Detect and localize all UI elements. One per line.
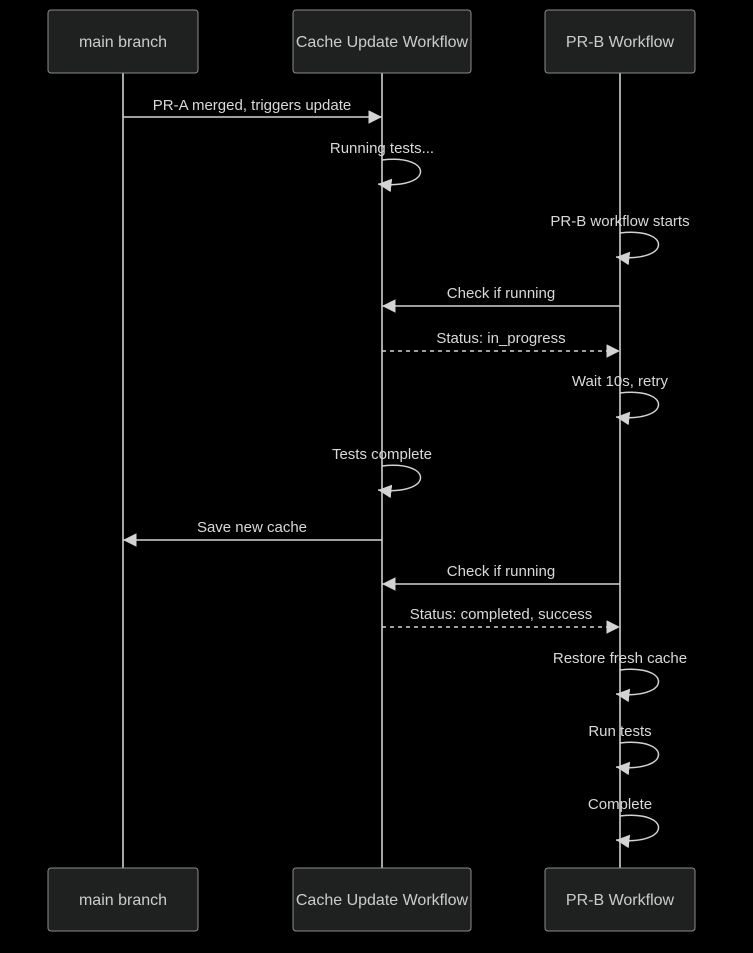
message-status-completed-success: Status: completed, success: [382, 606, 620, 634]
actor-label: main branch: [79, 34, 167, 51]
self-loop-arrow: [615, 231, 660, 266]
message-pr-b-workflow-starts: PR-B workflow starts: [550, 213, 690, 266]
actor-label: Cache Update Workflow: [296, 892, 469, 909]
actor-top-cache-update-workflow: Cache Update Workflow: [292, 9, 472, 74]
message-status-in-progress: Status: in_progress: [382, 330, 620, 358]
actor-bottom-main-branch: main branch: [47, 867, 199, 932]
message-wait-10s-retry: Wait 10s, retry: [572, 373, 669, 426]
message-label: Run tests: [588, 723, 651, 740]
actors-bottom: main branch Cache Update Workflow PR-B W…: [47, 867, 696, 932]
message-label: Wait 10s, retry: [572, 373, 669, 390]
self-loop-arrow: [615, 391, 660, 426]
message-tests-complete: Tests complete: [332, 446, 432, 499]
message-check-if-running-1: Check if running: [382, 285, 620, 313]
self-loop-arrow: [377, 464, 422, 499]
actor-box: [292, 9, 472, 74]
lifelines: [122, 73, 621, 868]
actor-box: [292, 867, 472, 932]
self-loop-arrow: [615, 668, 660, 703]
message-running-tests: Running tests...: [330, 140, 434, 193]
actor-bottom-cache-update-workflow: Cache Update Workflow: [292, 867, 472, 932]
message-label: Check if running: [447, 563, 555, 580]
message-label: PR-A merged, triggers update: [153, 97, 351, 114]
actor-box: [47, 867, 199, 932]
message-label: PR-B workflow starts: [550, 213, 689, 230]
actor-box: [544, 9, 696, 74]
message-label: Restore fresh cache: [553, 650, 687, 667]
message-label: Save new cache: [197, 519, 307, 536]
actor-label: PR-B Workflow: [566, 34, 675, 51]
self-loop-arrow: [377, 158, 422, 193]
message-pr-a-merged-triggers-update: PR-A merged, triggers update: [123, 97, 382, 124]
actor-label: PR-B Workflow: [566, 892, 675, 909]
message-label: Tests complete: [332, 446, 432, 463]
message-label: Status: completed, success: [410, 606, 593, 623]
messages: PR-A merged, triggers update Running tes…: [123, 97, 690, 849]
actor-top-main-branch: main branch: [47, 9, 199, 74]
actor-top-pr-b-workflow: PR-B Workflow: [544, 9, 696, 74]
message-label: Check if running: [447, 285, 555, 302]
actor-box: [544, 867, 696, 932]
message-label: Status: in_progress: [436, 330, 565, 347]
self-loop-arrow: [615, 814, 660, 849]
actor-box: [47, 9, 199, 74]
message-complete: Complete: [588, 796, 660, 849]
message-save-new-cache: Save new cache: [123, 519, 382, 547]
message-label: Running tests...: [330, 140, 434, 157]
message-restore-fresh-cache: Restore fresh cache: [553, 650, 687, 703]
actor-bottom-pr-b-workflow: PR-B Workflow: [544, 867, 696, 932]
message-run-tests: Run tests: [588, 723, 660, 776]
message-label: Complete: [588, 796, 652, 813]
message-check-if-running-2: Check if running: [382, 563, 620, 591]
actor-label: main branch: [79, 892, 167, 909]
actor-label: Cache Update Workflow: [296, 34, 469, 51]
actors-top: main branch Cache Update Workflow PR-B W…: [47, 9, 696, 74]
self-loop-arrow: [615, 741, 660, 776]
